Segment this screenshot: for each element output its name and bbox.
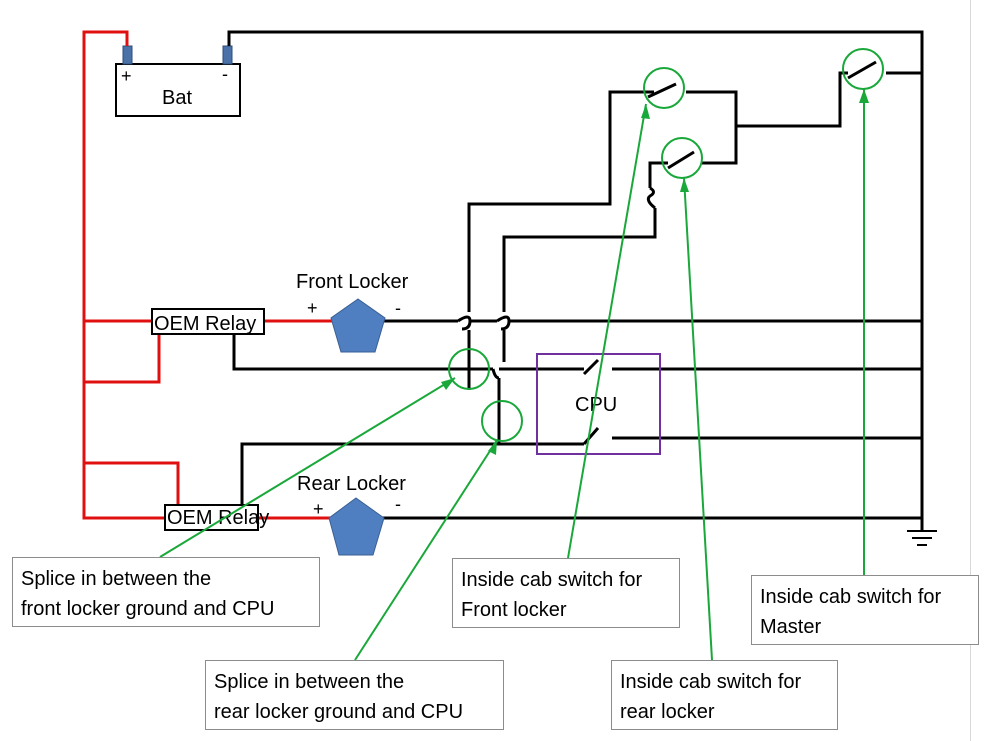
callout-splice-front-line-2: front locker ground and CPU [21,598,275,620]
callout-splice-rear-line-2: rear locker ground and CPU [214,701,464,723]
callout-switch-master: Inside cab switch for Master [751,575,979,645]
front-locker-pentagon-icon [330,298,386,353]
cpu-box: CPU [536,353,661,455]
front-locker-plus: + [307,298,318,318]
front-locker: Front Locker + - [296,271,409,353]
marker-splice-front [448,348,490,390]
callout-switch-master-line-1: Inside cab switch for [760,586,942,608]
callout-switch-front-line-1: Inside cab switch for [461,569,643,591]
front-locker-minus: - [395,298,401,318]
callout-switch-front-line-2: Front locker [461,599,567,621]
switch-front-locker [647,82,677,99]
rear-locker-pentagon-icon [328,497,385,556]
battery-minus-sign: - [222,64,228,84]
rear-locker-label: Rear Locker [297,473,406,495]
ground-symbol-icon [907,518,937,546]
rear-locker: Rear Locker + - [297,473,406,556]
annotation-markers [159,48,884,661]
switch-master [847,60,877,80]
leader-switch-rear [683,177,713,661]
battery-plus-sign: + [121,66,132,86]
callout-splice-rear-line-1: Splice in between the [214,671,405,693]
marker-splice-rear [481,400,523,442]
page-divider-line [970,0,971,741]
callout-switch-rear-line-1: Inside cab switch for [620,671,802,693]
callout-switch-front: Inside cab switch for Front locker [452,558,680,628]
front-relay-label: OEM Relay [154,313,256,335]
marker-switch-front [643,67,685,109]
front-oem-relay: OEM Relay [151,308,265,335]
callout-switch-rear-line-2: rear locker [620,701,715,723]
battery-positive-terminal [122,45,133,65]
ground-wires [227,30,924,520]
marker-switch-rear [661,137,703,179]
rear-relay-label: OEM Relay [167,507,269,529]
rear-oem-relay: OEM Relay [164,504,269,531]
callout-splice-rear: Splice in between the rear locker ground… [205,660,504,730]
callout-switch-master-line-2: Master [760,616,822,638]
rear-locker-minus: - [395,494,401,514]
front-locker-label: Front Locker [296,271,409,293]
callout-splice-front-line-1: Splice in between the [21,568,212,590]
battery-negative-terminal [222,45,233,65]
battery: + - Bat [115,45,241,117]
switch-rear-locker [667,150,695,170]
battery-label: Bat [162,87,192,109]
rear-locker-plus: + [313,499,324,519]
leader-splice-front [159,377,456,558]
power-wires [82,30,335,520]
leader-switch-front [567,103,647,559]
cpu-label: CPU [575,394,617,416]
callout-switch-rear: Inside cab switch for rear locker [611,660,838,730]
callout-splice-front: Splice in between the front locker groun… [12,557,320,627]
leader-splice-rear [354,439,498,661]
